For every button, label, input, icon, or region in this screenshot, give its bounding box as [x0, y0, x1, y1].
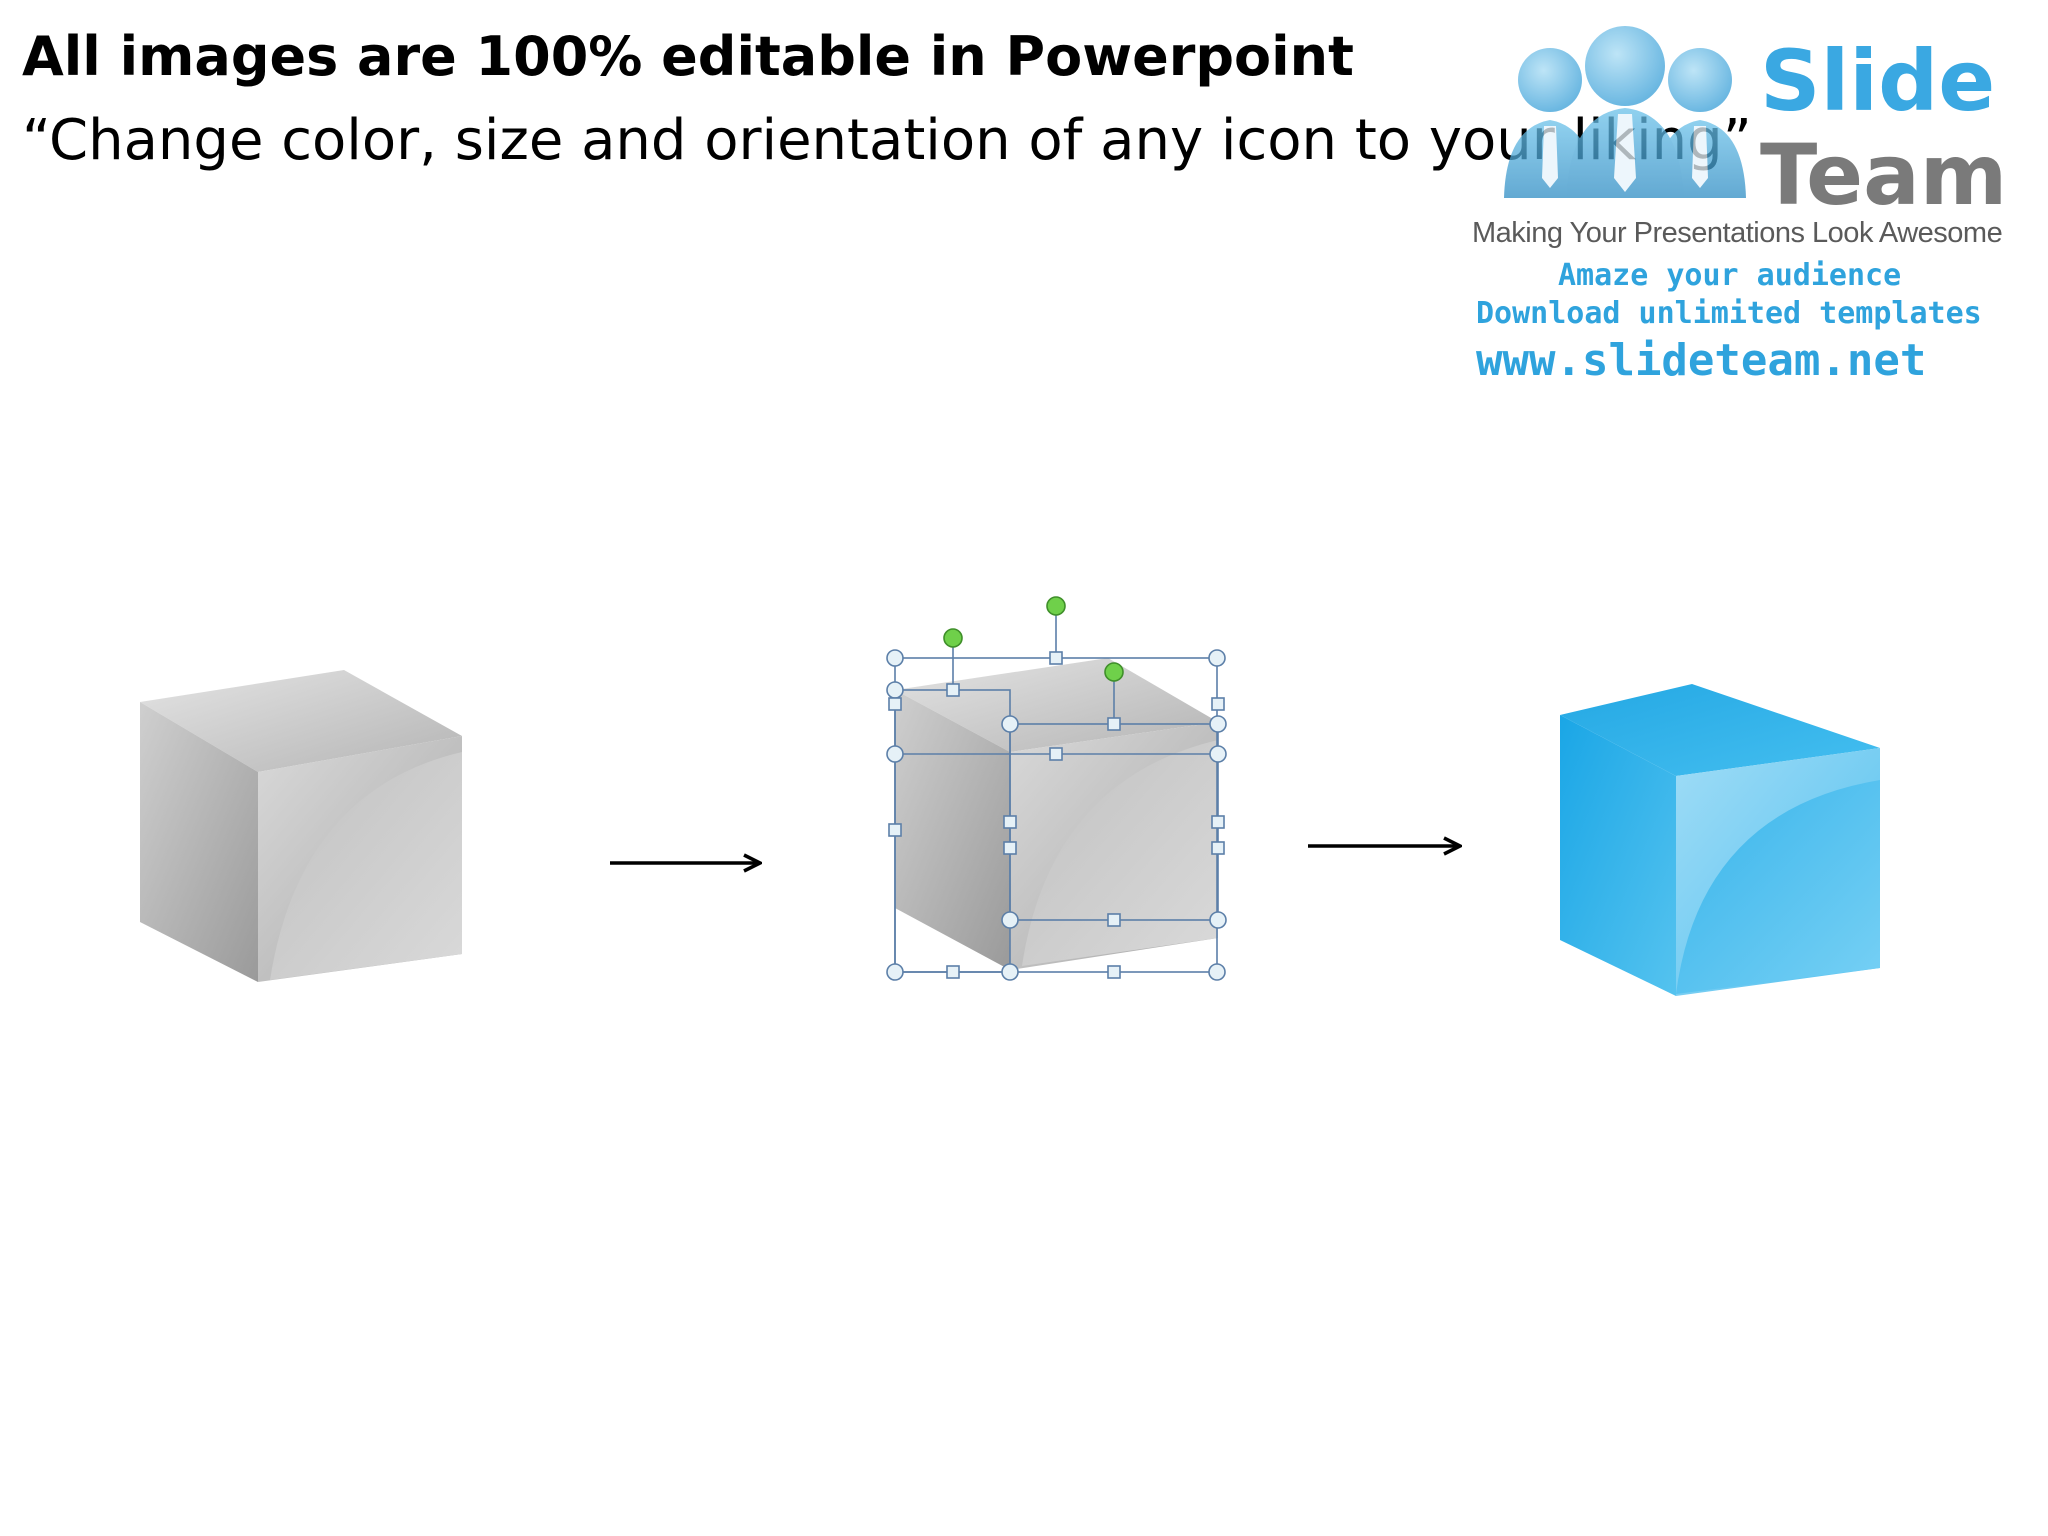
cube-transformation-diagram	[0, 560, 2048, 1040]
gray-cube	[140, 670, 462, 982]
selected-cube-with-handles	[886, 596, 1227, 981]
diagram-canvas	[140, 596, 1880, 996]
slideteam-logo: Slide Team Making Your Presentations Loo…	[1460, 18, 2020, 386]
people-group-icon	[1504, 26, 1746, 198]
logo-brand-team: Team	[1760, 126, 2008, 224]
slide-title: All images are 100% editable in Powerpoi…	[22, 25, 1354, 88]
slide-subtitle: “Change color, size and orientation of a…	[22, 108, 1752, 173]
logo-brand-slide: Slide	[1760, 32, 1996, 130]
logo-url: www.slideteam.net	[1476, 335, 1927, 386]
logo-promo-line-2: Download unlimited templates	[1476, 296, 1982, 331]
logo-promo-line-1: Amaze your audience	[1558, 258, 1902, 293]
logo-tagline: Making Your Presentations Look Awesome	[1472, 217, 2003, 249]
blue-cube	[1560, 684, 1880, 996]
